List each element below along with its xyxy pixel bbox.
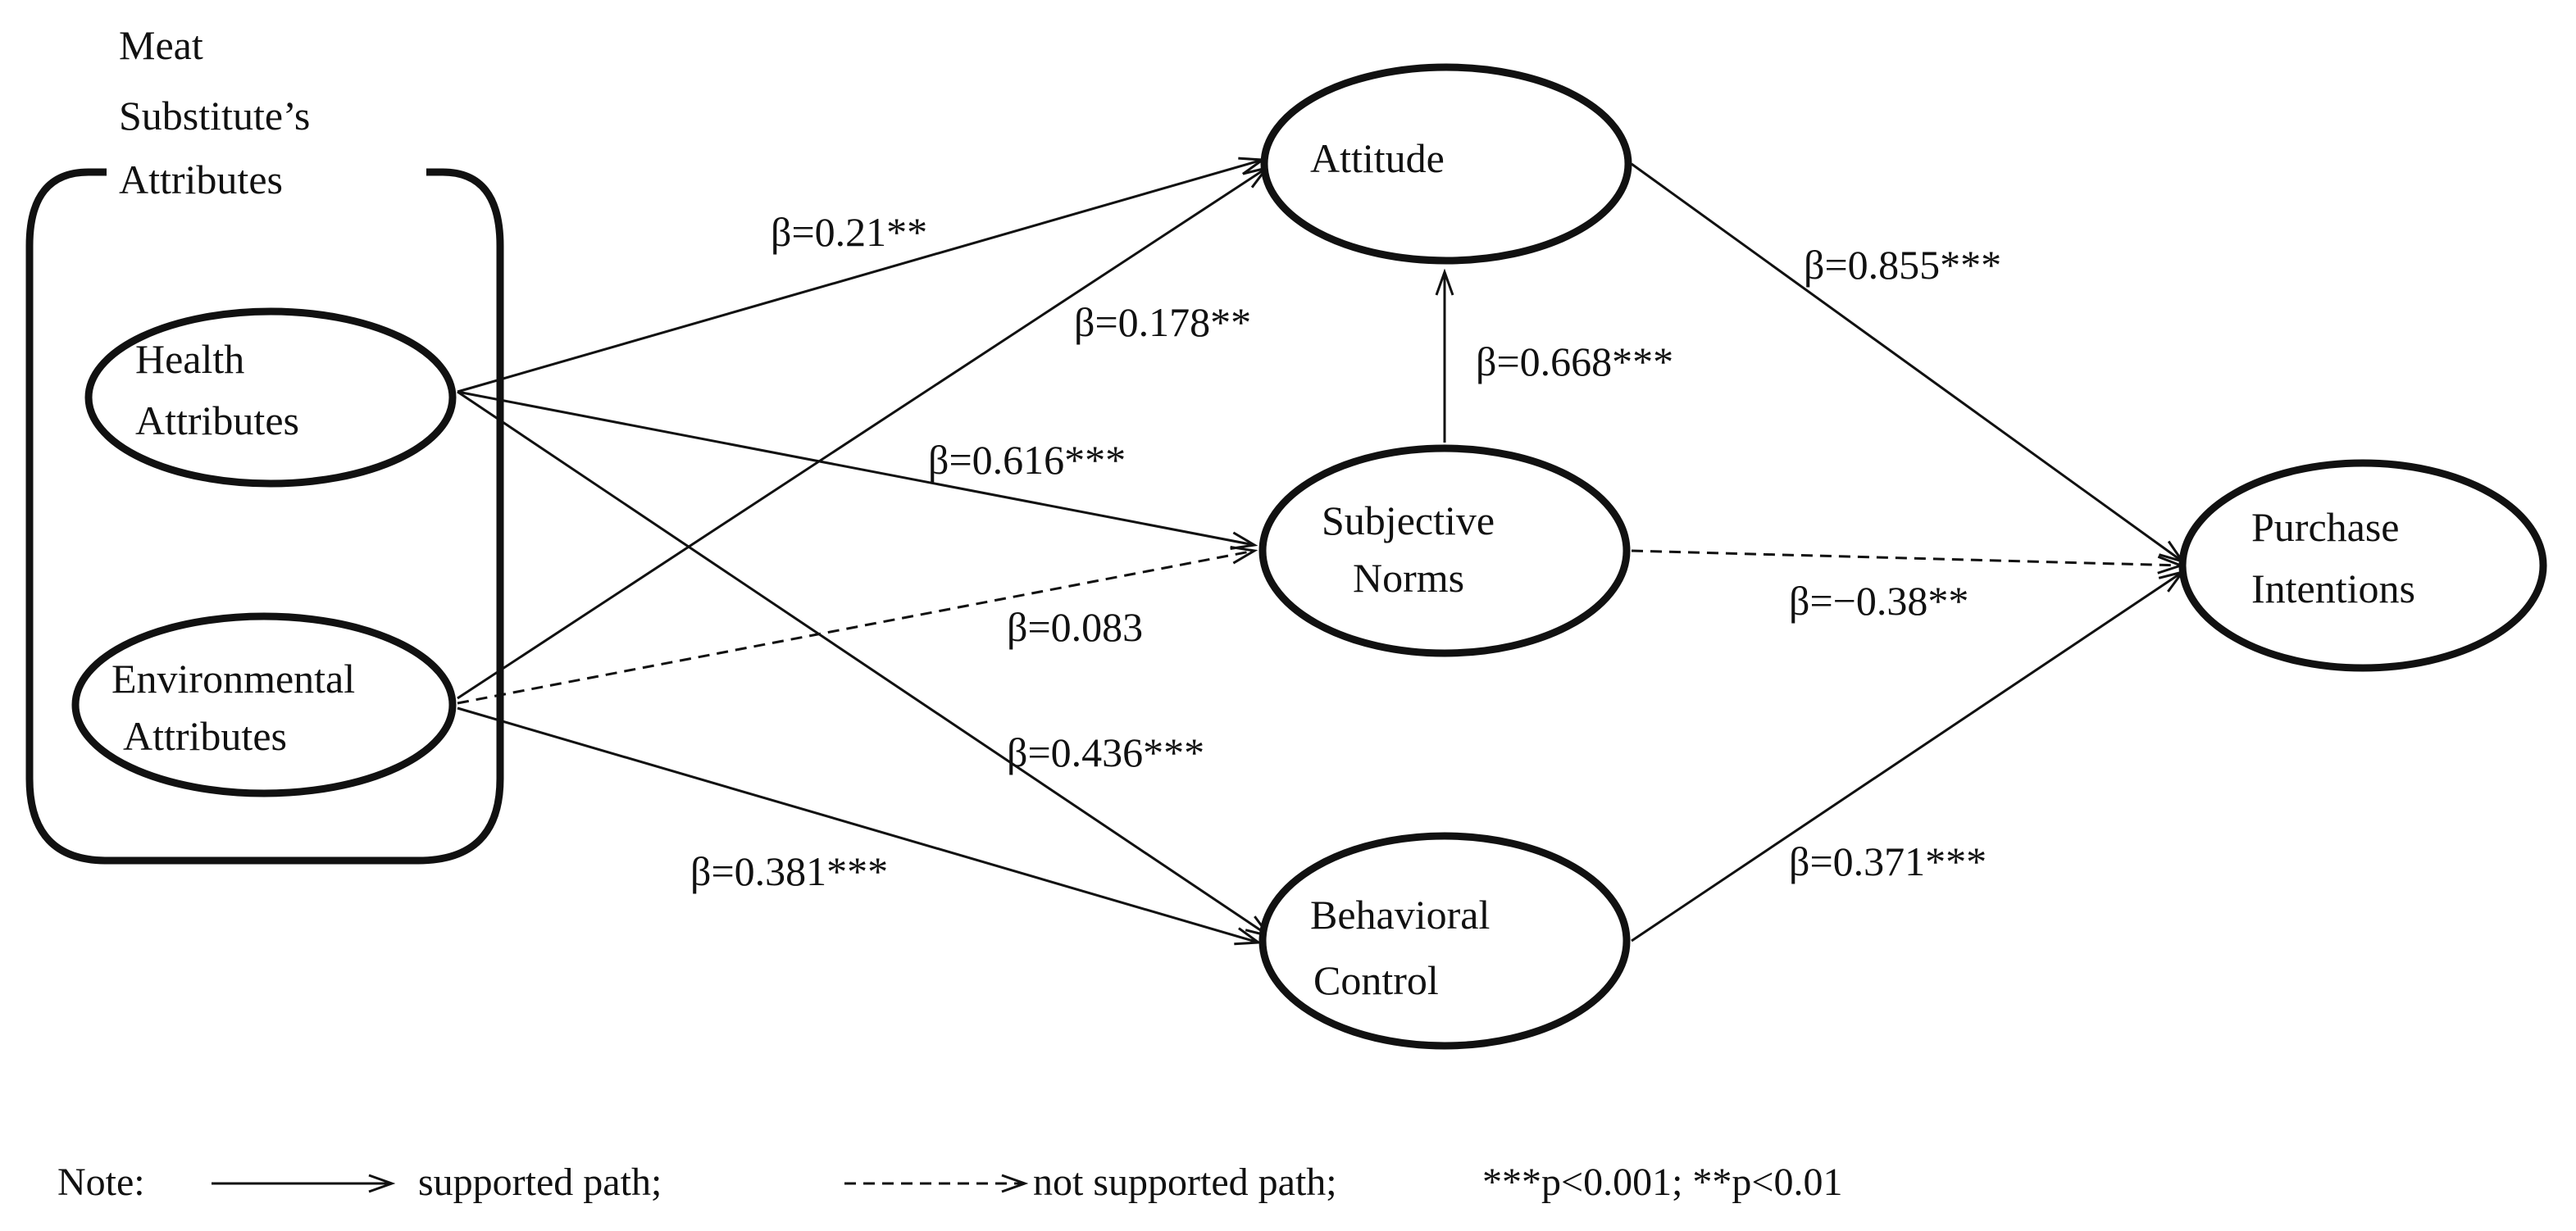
- path-control-purchase: [1631, 572, 2182, 943]
- node-behavioral-control-label: Behavioral Control: [1310, 892, 1500, 1003]
- node-attitude-line-1: Attitude: [1310, 135, 1445, 181]
- node-purchase-intentions: Purchase Intentions: [2178, 459, 2547, 672]
- coef-control-purchase: β=0.371***: [1789, 838, 1987, 884]
- path-env-norms: [457, 551, 1254, 705]
- node-environmental-label: Environmental Attributes: [112, 656, 366, 759]
- path-health-norms: [457, 390, 1254, 545]
- coef-norms-purchase: β=−0.38**: [1789, 578, 1968, 624]
- coef-env-norms: β=0.083: [1007, 604, 1143, 650]
- attributes-group-bracket: [25, 168, 504, 865]
- node-behavioral-control: Behavioral Control: [1258, 832, 1631, 1050]
- coef-env-control: β=0.381***: [690, 848, 888, 894]
- node-environmental-attributes: Environmental Attributes: [71, 612, 457, 797]
- node-attitude: Attitude: [1260, 63, 1632, 265]
- node-health-line-1: Health: [135, 336, 244, 382]
- legend-significance: ***p<0.001; **p<0.01: [1482, 1161, 1842, 1204]
- coef-env-attitude: β=0.178**: [1074, 299, 1251, 345]
- node-subjective-norms-line-1: Subjective: [1322, 497, 1495, 543]
- coef-health-control: β=0.436***: [1007, 729, 1204, 775]
- legend-not-supported-label: not supported path;: [1033, 1161, 1337, 1204]
- group-label-line-1: Meat: [119, 22, 203, 68]
- node-attitude-label: Attitude: [1310, 135, 1445, 181]
- legend-note: Note: supported path; not supported path…: [57, 1161, 1842, 1204]
- coef-health-norms: β=0.616***: [928, 437, 1126, 483]
- path-health-attitude: [457, 160, 1263, 393]
- node-purchase-intentions-line-1: Purchase: [2251, 504, 2400, 550]
- note-prefix: Note:: [57, 1161, 145, 1204]
- path-env-control: [457, 706, 1258, 943]
- node-environmental-line-2: Attributes: [123, 713, 287, 759]
- node-subjective-norms-label: Subjective Norms: [1322, 497, 1505, 601]
- node-subjective-norms: Subjective Norms: [1258, 444, 1631, 657]
- path-attitude-purchase: [1631, 162, 2182, 561]
- group-label-line-2: Substitute’s: [119, 93, 310, 139]
- node-purchase-intentions-label: Purchase Intentions: [2251, 504, 2415, 611]
- node-health-label: Health Attributes: [135, 336, 299, 443]
- node-behavioral-control-line-1: Behavioral: [1310, 892, 1490, 938]
- node-subjective-norms-line-2: Norms: [1353, 555, 1464, 601]
- node-purchase-intentions-line-2: Intentions: [2251, 566, 2415, 611]
- node-behavioral-control-line-2: Control: [1313, 957, 1439, 1003]
- coef-norms-attitude: β=0.668***: [1476, 338, 1673, 384]
- group-label: Meat Substitute’s Attributes: [119, 22, 321, 202]
- group-label-line-3: Attributes: [119, 157, 283, 202]
- coef-attitude-purchase: β=0.855***: [1804, 242, 2001, 288]
- legend-supported-label: supported path;: [418, 1161, 662, 1204]
- path-health-control: [457, 390, 1269, 936]
- node-health-attributes: Health Attributes: [84, 307, 457, 488]
- node-environmental-line-1: Environmental: [112, 656, 355, 702]
- coef-health-attitude: β=0.21**: [771, 209, 927, 255]
- path-norms-purchase: [1631, 549, 2181, 566]
- node-health-line-2: Attributes: [135, 397, 299, 443]
- path-env-attitude: [457, 168, 1267, 700]
